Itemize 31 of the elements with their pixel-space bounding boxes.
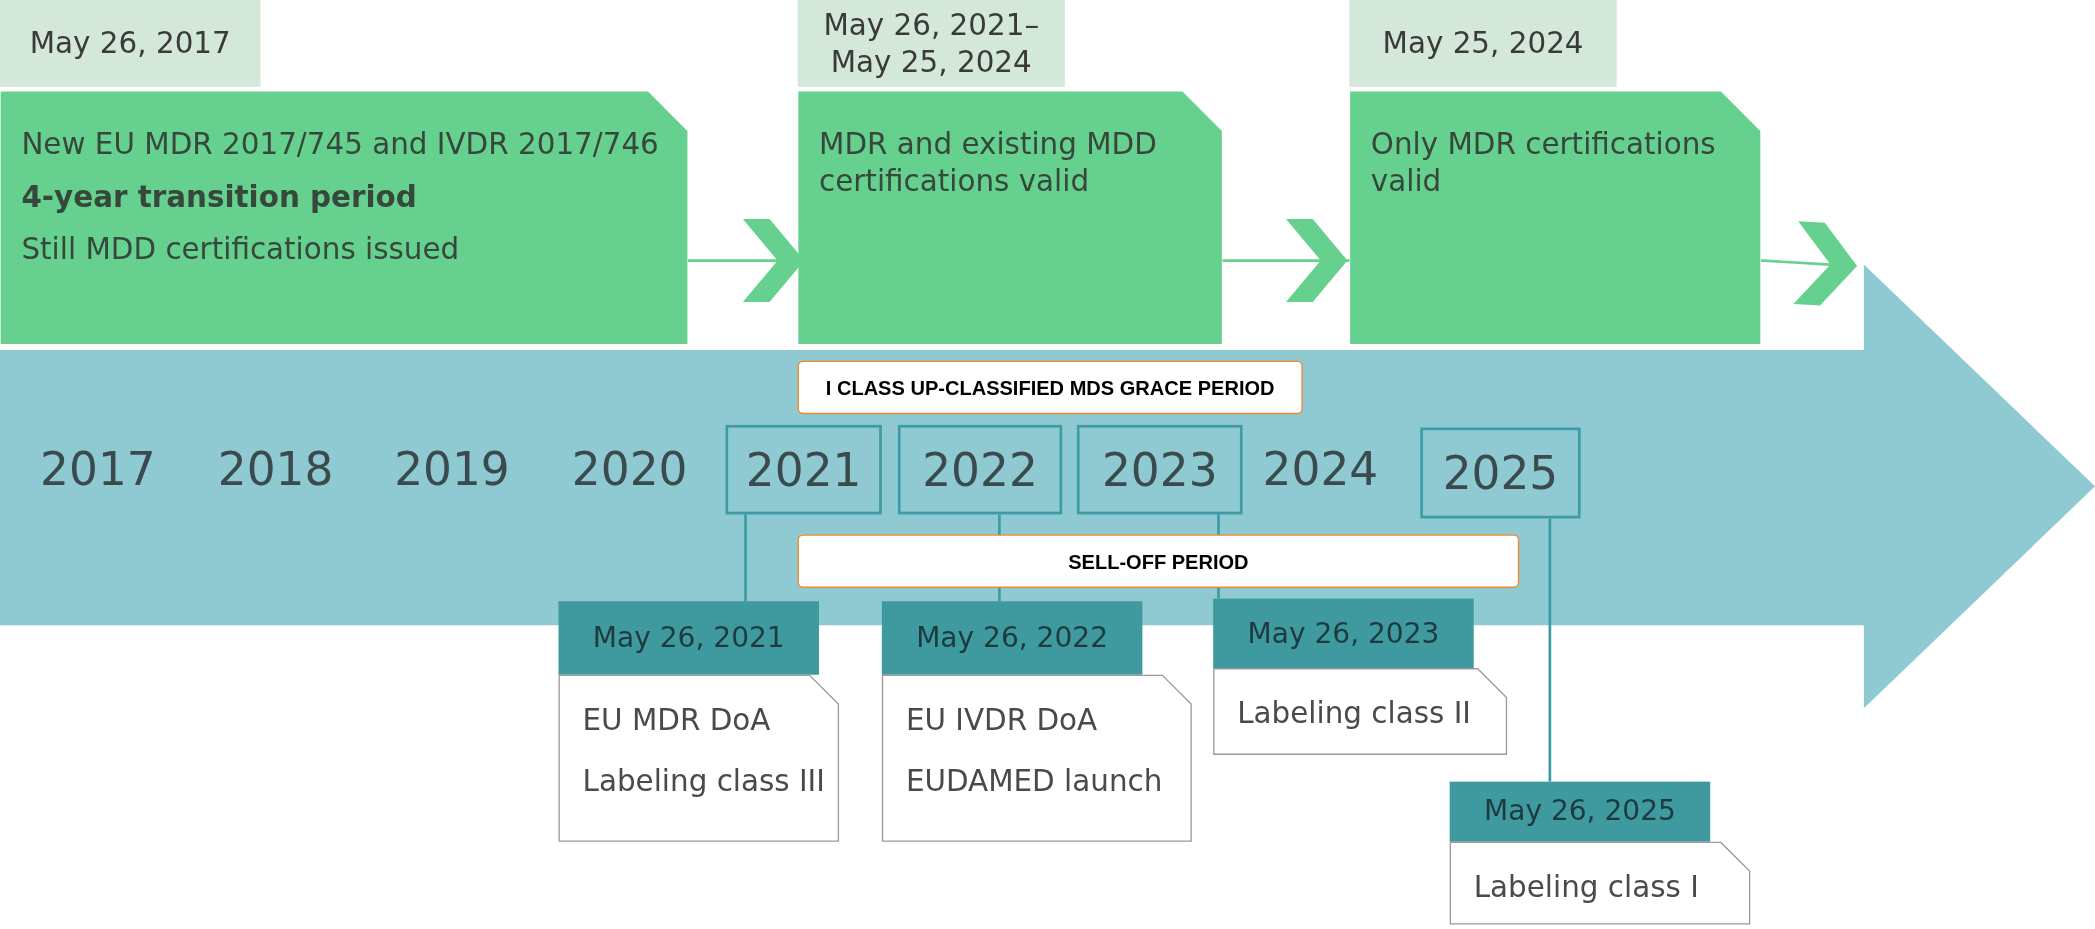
body-text: Only MDR certifications valid (1370, 125, 1717, 200)
period-bar: SELL-OFF PERIOD (797, 534, 1520, 588)
body-text: Labeling class I (1473, 868, 1700, 906)
date-text: May 26, 2021 (591, 620, 786, 656)
body-text: New EU MDR 2017/745 and IVDR 2017/746 (21, 125, 660, 163)
leader-line (744, 514, 747, 602)
period-bar: I CLASS UP-CLASSIFIED MDS GRACE PERIOD (797, 360, 1303, 415)
body-text: MDR and existing MDD certifications valid (819, 125, 1158, 200)
date-text: May 26, 2021– May 25, 2024 (822, 7, 1041, 81)
year-label: 2018 (217, 441, 334, 498)
date-text: May 25, 2024 (1381, 25, 1585, 62)
body-text: EU MDR DoA (582, 701, 772, 739)
date-text: May 26, 2017 (28, 25, 232, 62)
year-box: 2023 (1076, 424, 1243, 515)
body-text: Labeling class III (582, 762, 826, 799)
date-text: May 26, 2025 (1483, 794, 1677, 830)
year-box: 2025 (1420, 427, 1581, 519)
year-label: 2019 (394, 441, 510, 498)
date-text: May 26, 2022 (915, 620, 1109, 656)
body-text: EU IVDR DoA (905, 701, 1099, 739)
year-box: 2022 (897, 424, 1063, 515)
body-text: Still MDD certifications issued (21, 231, 461, 268)
year-label: 2017 (40, 441, 156, 498)
year-label: 2024 (1262, 441, 1379, 498)
year-label: 2020 (571, 441, 688, 498)
body-text: Labeling class II (1237, 695, 1472, 732)
leader-line (1548, 518, 1552, 782)
heading-text: 4-year transition period (21, 178, 418, 216)
date-text: May 26, 2023 (1246, 616, 1441, 652)
body-text: EUDAMED launch (905, 762, 1164, 799)
year-box: 2021 (725, 424, 882, 515)
